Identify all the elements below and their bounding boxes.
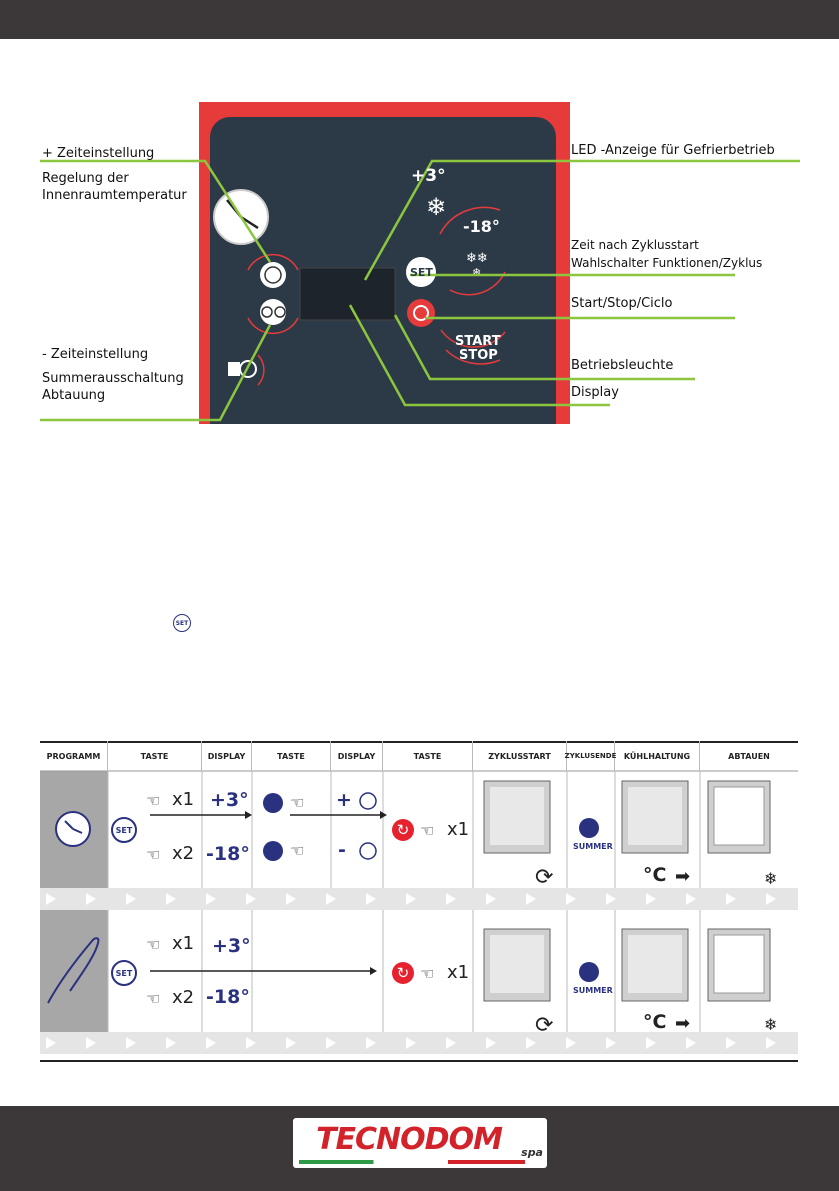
- buzzer-icon: [228, 362, 240, 376]
- row1-hand-start: ☜: [420, 821, 435, 840]
- speaker-icon-2: [579, 962, 599, 982]
- plus-button-icon: [263, 793, 283, 813]
- small-clock-minus-icon: [359, 842, 377, 860]
- callout-operation-light: Betriebsleuchte: [571, 358, 674, 373]
- italian-flag-stripe: [299, 1160, 525, 1164]
- callout-time-after-start: Zeit nach Zyklusstart: [571, 238, 699, 252]
- fridge-icon-start: [483, 780, 551, 854]
- panel-temp-neg: -18°: [463, 217, 500, 236]
- snowflake-icon: ❄: [426, 193, 446, 221]
- row1-x1: x1: [172, 789, 195, 810]
- row2-hand-icon-2: ☜: [146, 989, 161, 1008]
- start-stop-button: [407, 299, 435, 327]
- cycle-icon: ⟳: [535, 865, 553, 890]
- minus-time-button: [260, 299, 286, 325]
- fridge-icon-hold-2: [621, 928, 689, 1002]
- row2-x2: x2: [172, 987, 195, 1008]
- row2-celsius: °C: [643, 1011, 667, 1033]
- arrow-strip-1: [40, 888, 798, 910]
- small-clock-plus-icon: [359, 792, 377, 810]
- callout-start-stop: Start/Stop/Ciclo: [571, 296, 673, 311]
- row1-hand-icon-1: ☜: [146, 791, 161, 810]
- callout-plus-time: + Zeiteinstellung: [42, 146, 155, 161]
- row1-set-button: SET: [111, 817, 137, 843]
- brand-name: TECNODOM: [316, 1122, 503, 1157]
- brand-logo: TECNODOM spa: [293, 1118, 547, 1168]
- row1-plus: +: [336, 789, 352, 811]
- header-display-2: DISPLAY: [331, 741, 383, 771]
- defrost-icon: ❄: [764, 869, 777, 888]
- header-taste-3: TASTE: [383, 741, 473, 771]
- row2-hand-icon-1: ☜: [146, 935, 161, 954]
- row2-temp-neg: -18°: [206, 986, 250, 1008]
- row1-celsius: °C: [643, 864, 667, 886]
- row1-start-icon: ↻: [392, 819, 414, 841]
- header-abtauen: ABTAUEN: [728, 751, 770, 761]
- row2-x1: x1: [172, 933, 195, 954]
- row1-arrow-right-icon: ➡: [675, 866, 691, 887]
- row2-arrow-right-icon: ➡: [675, 1013, 691, 1034]
- panel-stop-label: STOP: [459, 348, 498, 363]
- panel-set-label: SET: [410, 266, 433, 279]
- row2-temp-pos: +3°: [212, 935, 251, 957]
- plus-time-button: [260, 262, 286, 288]
- header-display-1: DISPLAY: [202, 741, 252, 771]
- row1-temp-neg: -18°: [206, 843, 250, 865]
- inline-set-icon: SET: [173, 614, 191, 632]
- row2-summer-label: SUMMER: [573, 986, 613, 995]
- row1-temp-pos: +3°: [210, 789, 249, 811]
- header-zyklusende: ZYKLUSENDE: [565, 741, 616, 771]
- fridge-icon-hold: [621, 780, 689, 854]
- row2-start-icon: ↻: [392, 962, 414, 984]
- callout-buzzer-off: Summerausschaltung: [42, 371, 184, 386]
- speaker-icon: [579, 818, 599, 838]
- top-bar: [0, 0, 839, 39]
- panel-start-label: START: [455, 334, 501, 349]
- header-taste-1: TASTE: [108, 741, 202, 771]
- panel-diagram: ❄ ❄❄ ❄: [40, 159, 800, 422]
- row1-x2: x2: [172, 843, 195, 864]
- panel-temp-pos: +3°: [411, 166, 446, 186]
- callout-selector: Wahlschalter Funktionen/Zyklus: [571, 256, 763, 270]
- display-screen: [299, 267, 396, 321]
- fridge-icon-defrost-2: [707, 928, 771, 1002]
- callout-display: Display: [571, 385, 619, 400]
- callout-minus-time: - Zeiteinstellung: [42, 347, 149, 362]
- arrow-strip-2: [40, 1032, 798, 1054]
- fridge-icon-defrost: [707, 780, 771, 854]
- double-snowflake-icon: ❄❄: [466, 251, 488, 266]
- callout-led: LED -Anzeige für Gefrierbetrieb: [571, 143, 775, 158]
- callout-temp-control-1: Regelung der: [42, 171, 129, 186]
- probe-icon: [47, 937, 100, 1004]
- program-table: ⟳ ⟳ ❄ ❄ PROGRAMM TASTE DISPLAY TASTE DIS…: [40, 741, 798, 1062]
- minus-button-icon: [263, 841, 283, 861]
- defrost-icon-2: ❄: [764, 1015, 777, 1034]
- header-kuehlhaltung: KÜHLHALTUNG: [615, 741, 700, 771]
- callout-defrost: Abtauung: [42, 388, 106, 403]
- row2-start-x1: x1: [447, 962, 470, 983]
- svg-text:❄: ❄: [472, 266, 481, 279]
- row2-hand-start: ☜: [420, 964, 435, 983]
- brand-suffix: spa: [521, 1146, 543, 1159]
- callout-temp-control-2: Innenraumtemperatur: [42, 188, 187, 203]
- header-zyklusstart: ZYKLUSSTART: [473, 741, 567, 771]
- header-programm: PROGRAMM: [40, 741, 108, 771]
- header-taste-2: TASTE: [252, 741, 331, 771]
- fridge-icon-start-2: [483, 928, 551, 1002]
- cycle-icon-2: ⟳: [535, 1013, 553, 1038]
- row1-start-x1: x1: [447, 819, 470, 840]
- row2-set-button: SET: [111, 960, 137, 986]
- row1-hand-icon-2: ☜: [146, 845, 161, 864]
- row1-hand-minus: ☜: [290, 841, 305, 860]
- row1-summer-label: SUMMER: [573, 842, 613, 851]
- row1-hand-plus: ☜: [290, 793, 305, 812]
- row1-minus: -: [338, 839, 346, 861]
- set-button: [406, 257, 436, 287]
- table-lines: ⟳ ⟳ ❄ ❄: [40, 741, 798, 1062]
